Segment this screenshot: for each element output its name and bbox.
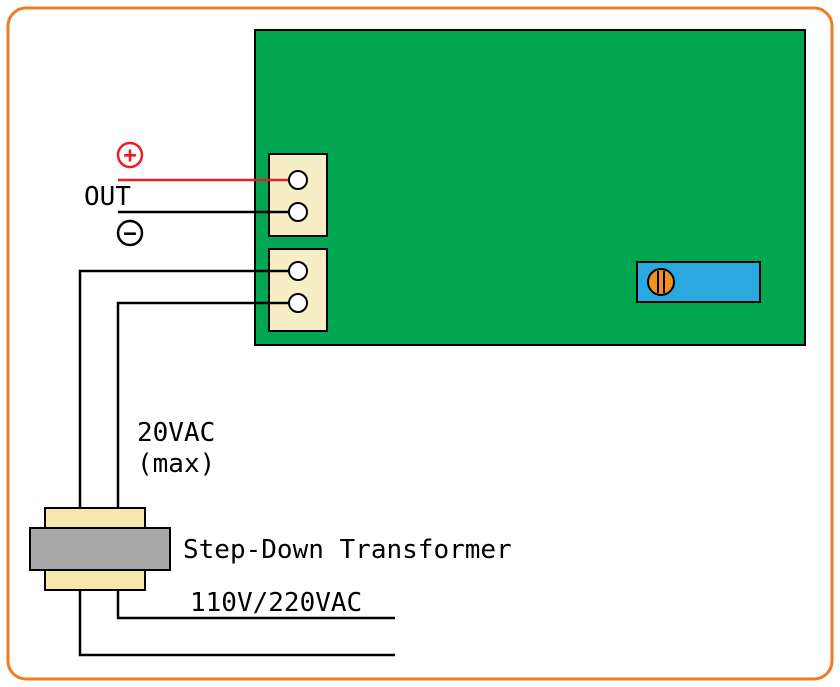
diagram-frame: [6, 6, 834, 681]
ac-terminal-hole-1: [288, 261, 308, 281]
wire-ac-2: [116, 301, 395, 620]
label-out: OUT: [84, 182, 131, 212]
output-terminal-hole-positive: [288, 170, 308, 190]
output-terminal-hole-negative: [288, 202, 308, 222]
label-transformer-name: Step-Down Transformer: [183, 535, 512, 565]
plus-symbol: +: [123, 144, 136, 169]
minus-symbol-circle: [116, 219, 144, 247]
wire-ac-1: [78, 269, 395, 657]
trimmer-screw: [647, 268, 675, 296]
output-terminal-block: [268, 153, 328, 237]
plus-symbol-circle: [116, 141, 144, 169]
label-primary-voltage: 110V/220VAC: [190, 588, 362, 618]
minus-symbol: −: [123, 222, 136, 247]
label-secondary-voltage: 20VAC: [137, 418, 215, 448]
transformer-core: [29, 527, 171, 571]
label-secondary-note: (max): [137, 449, 215, 479]
ac-terminal-hole-2: [288, 293, 308, 313]
